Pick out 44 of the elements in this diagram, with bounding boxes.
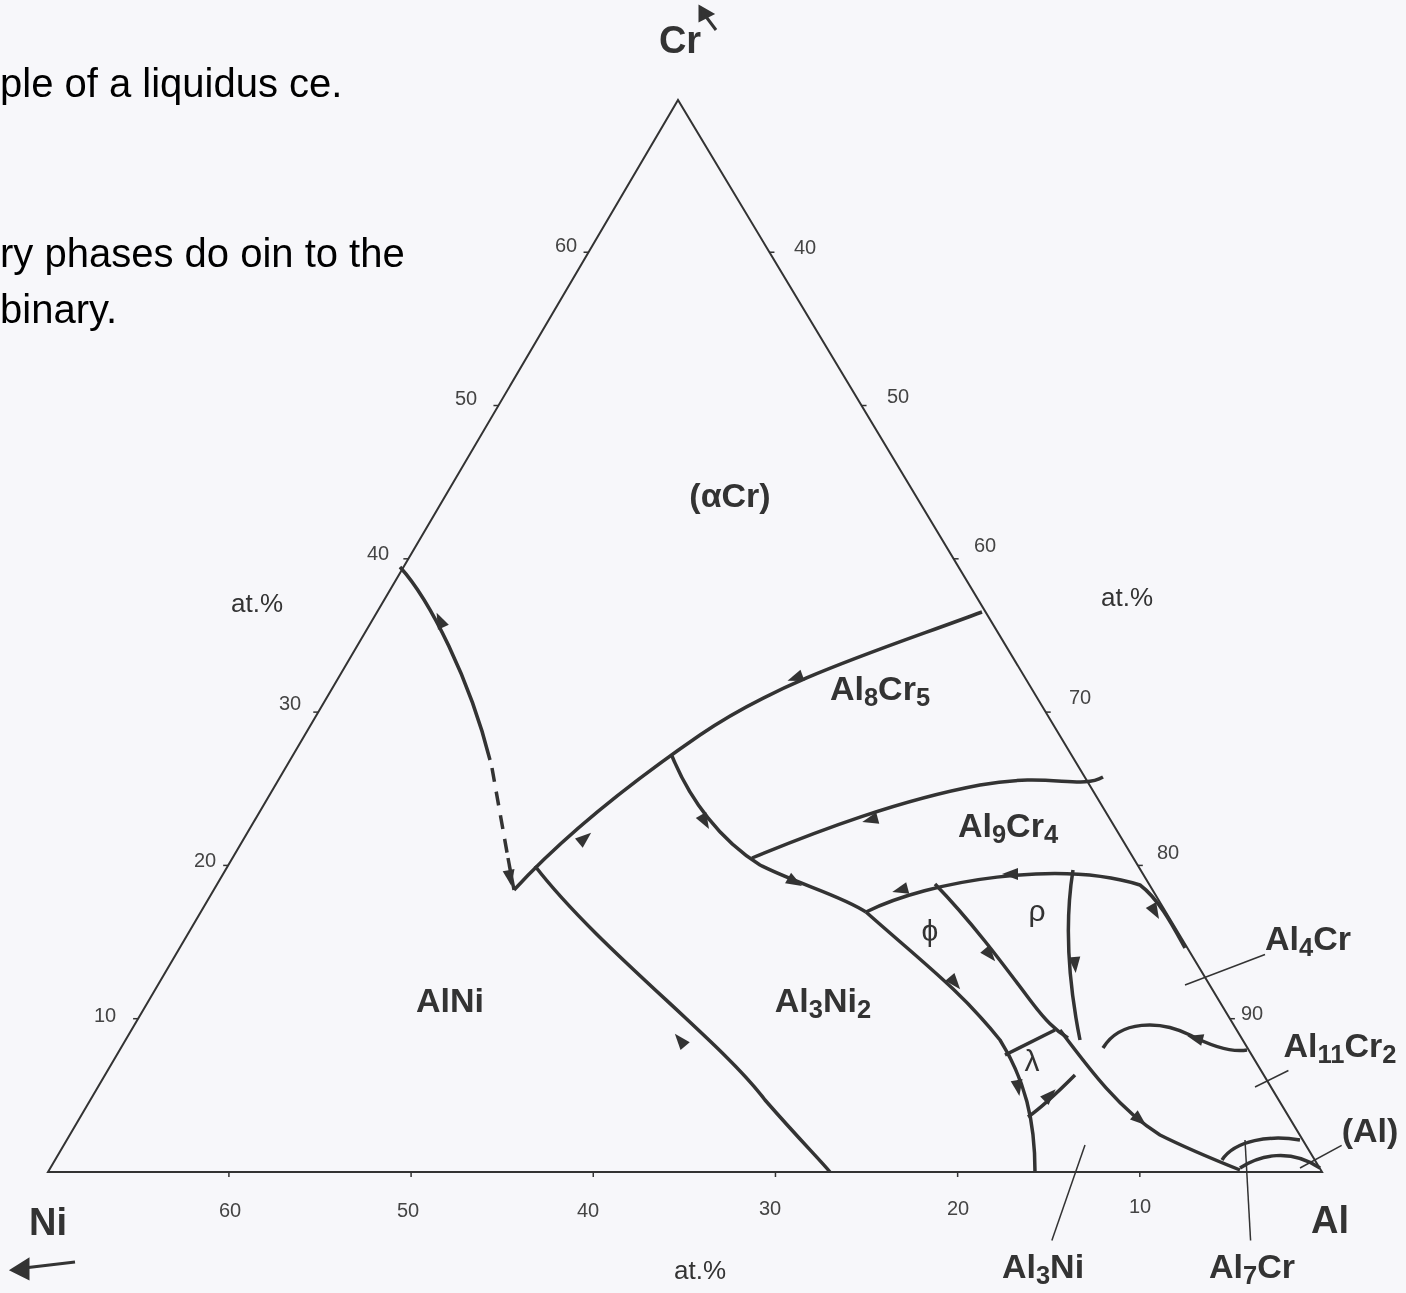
corner-label: Al	[1311, 1197, 1349, 1243]
tick-label: 70	[1068, 685, 1092, 710]
leader-line	[1051, 1144, 1086, 1242]
axis-unit-label: at.%	[674, 1253, 726, 1287]
tick-label: 60	[554, 233, 578, 258]
tick-label: 90	[1240, 1001, 1264, 1026]
tick-label: 20	[193, 848, 217, 873]
phase-label: Al$_{3}$Ni$_{2}$	[774, 979, 872, 1025]
phase-label: Al$_{11}$Cr$_{2}$	[1283, 1024, 1397, 1070]
leader-line	[1254, 1069, 1290, 1088]
phase-label: (αCr)	[689, 474, 771, 516]
tick-label: 50	[396, 1198, 420, 1223]
phase-label: λ	[1024, 1042, 1040, 1079]
leader-line	[1299, 1144, 1343, 1169]
tick-label: 50	[454, 386, 478, 411]
tick-label: 40	[366, 541, 390, 566]
phase-label: Al$_{3}$Ni	[1001, 1245, 1085, 1291]
tick-label: 30	[758, 1196, 782, 1221]
tick-label: 60	[218, 1198, 242, 1223]
tick-label: 60	[973, 533, 997, 558]
phase-label: Al$_{7}$Cr	[1209, 1245, 1295, 1291]
tick-label: 10	[1128, 1194, 1152, 1219]
corner-label: Ni	[29, 1199, 67, 1245]
corner-label: Cr	[658, 17, 702, 63]
axis-unit-label: at.%	[231, 586, 283, 620]
tick-label: 80	[1156, 840, 1180, 865]
axis-unit-label: at.%	[1101, 580, 1153, 614]
phase-label: ρ	[1028, 892, 1046, 929]
phase-label: Al$_{8}$Cr$_{5}$	[829, 667, 931, 713]
tick-label: 10	[93, 1003, 117, 1028]
tick-label: 30	[278, 691, 302, 716]
leader-line	[1184, 953, 1266, 986]
note-text: ry phases do oin to the binary.	[0, 230, 406, 333]
phase-label: Al$_{9}$Cr$_{4}$	[957, 804, 1059, 850]
phase-label: (Al)	[1341, 1109, 1399, 1151]
tick-label: 40	[576, 1198, 600, 1223]
tick-label: 50	[886, 384, 910, 409]
leader-line	[1244, 1139, 1252, 1242]
phase-label: Al$_{4}$Cr	[1265, 917, 1351, 963]
note-text: ple of a liquidus ce.	[0, 60, 344, 107]
tick-label: 40	[793, 235, 817, 260]
tick-label: 20	[946, 1196, 970, 1221]
phase-label: ϕ	[921, 912, 939, 949]
phase-label: AlNi	[416, 979, 484, 1021]
